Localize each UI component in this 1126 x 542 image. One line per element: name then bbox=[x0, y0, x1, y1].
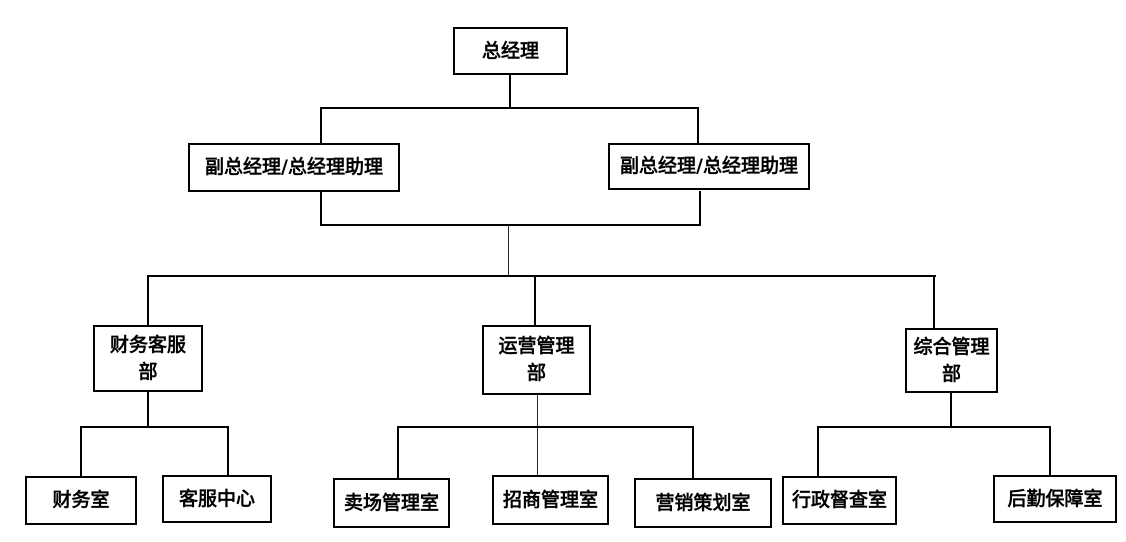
org-node-deputy-right: 副总经理/总经理助理 bbox=[608, 143, 810, 190]
connector-drop-merchant-mgmt bbox=[537, 428, 538, 475]
connector-general-affairs-crossbar bbox=[817, 426, 1051, 428]
org-node-finance-cs-dept: 财务客服 部 bbox=[93, 325, 203, 392]
org-node-finance-office: 财务室 bbox=[25, 476, 137, 525]
connector-operations-stem bbox=[537, 395, 538, 426]
org-node-admin-supervision-office: 行政督查室 bbox=[782, 476, 897, 525]
org-node-deputy-left: 副总经理/总经理助理 bbox=[188, 143, 400, 192]
org-node-general-manager: 总经理 bbox=[453, 27, 568, 75]
connector-drop-general-affairs bbox=[933, 277, 935, 328]
connector-finance-cs-stem bbox=[147, 392, 149, 428]
connector-drop-store-mgmt bbox=[397, 428, 399, 478]
org-node-logistics-office: 后勤保障室 bbox=[993, 475, 1117, 523]
connector-drop-marketing bbox=[692, 428, 694, 478]
org-node-operations-dept: 运营管理 部 bbox=[482, 325, 591, 395]
connector-gm-stem bbox=[509, 75, 511, 108]
connector-drop-deputy-right bbox=[697, 109, 699, 143]
connector-drop-logistics bbox=[1049, 428, 1051, 475]
connector-gm-crossbar bbox=[320, 107, 699, 109]
connector-joint-stem bbox=[508, 226, 509, 276]
connector-drop-operations bbox=[534, 277, 536, 325]
connector-drop-finance-office bbox=[80, 428, 82, 476]
connector-deputy-left-stem bbox=[320, 192, 322, 225]
org-node-store-mgmt-office: 卖场管理室 bbox=[333, 478, 450, 528]
connector-drop-deputy-left bbox=[320, 109, 322, 143]
org-node-marketing-office: 营销策划室 bbox=[634, 478, 772, 528]
org-node-general-affairs-dept: 综合管理 部 bbox=[905, 328, 998, 393]
connector-drop-cs-center bbox=[227, 428, 229, 475]
connector-finance-cs-crossbar bbox=[80, 426, 229, 428]
connector-drop-finance-cs bbox=[147, 277, 149, 325]
org-node-cs-center: 客服中心 bbox=[162, 475, 272, 523]
connector-general-affairs-stem bbox=[950, 393, 952, 426]
connector-drop-admin-supervision bbox=[817, 428, 819, 476]
connector-deputy-joinbar bbox=[320, 224, 701, 226]
connector-dept-crossbar bbox=[147, 275, 936, 277]
connector-deputy-right-stem bbox=[699, 191, 701, 225]
org-node-merchant-mgmt-office: 招商管理室 bbox=[492, 475, 609, 525]
connector-operations-crossbar bbox=[397, 426, 694, 428]
